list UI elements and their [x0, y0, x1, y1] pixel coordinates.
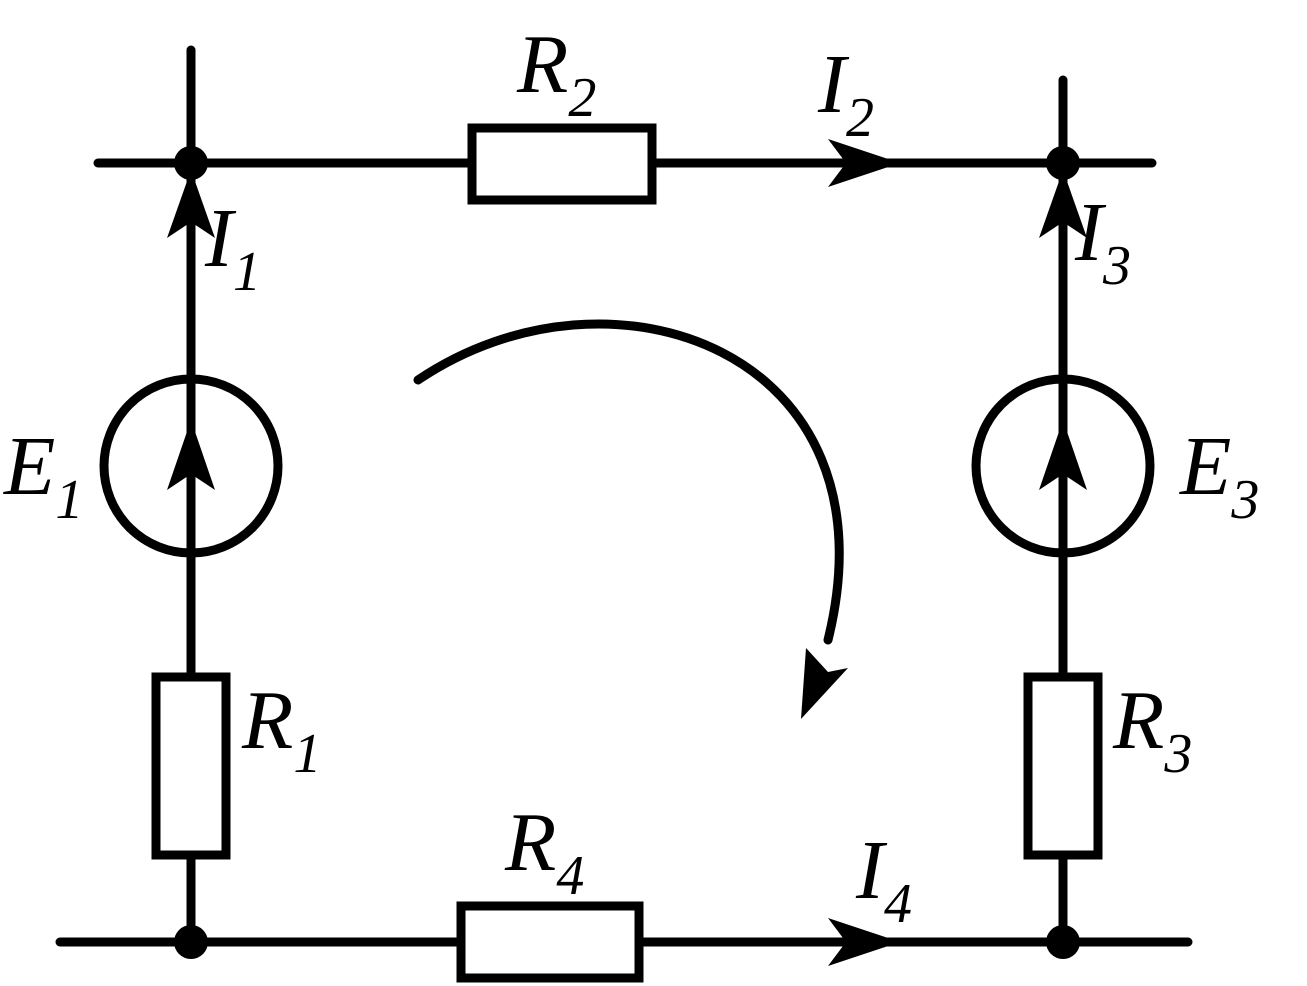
label-e3: E3	[1179, 420, 1259, 531]
label-i3: I3	[1074, 186, 1131, 297]
label-i2: I2	[817, 38, 874, 149]
label-i4: I4	[855, 824, 912, 935]
resistor-r3	[1023, 672, 1103, 860]
node-bottom-right	[1046, 925, 1080, 959]
node-top-right	[1046, 146, 1080, 180]
i2-arrow-icon	[828, 139, 900, 187]
e3-direction-arrow-icon	[1039, 420, 1087, 490]
node-bottom-left	[174, 925, 208, 959]
label-r4: R4	[504, 796, 584, 907]
i3-arrow-icon	[1039, 170, 1087, 238]
node-top-left	[174, 146, 208, 180]
loop-direction-arc	[413, 319, 844, 645]
resistor-r2	[467, 123, 657, 205]
label-e1: E1	[3, 420, 83, 531]
label-r1: R1	[241, 674, 321, 785]
label-r2: R2	[516, 18, 596, 129]
loop-arrow-head-icon	[801, 648, 848, 719]
i4-arrow-icon	[828, 918, 900, 966]
e1-direction-arrow-icon	[167, 420, 215, 490]
label-i1: I1	[204, 192, 261, 303]
label-r3: R3	[1112, 674, 1192, 785]
resistor-r1	[151, 672, 231, 860]
i1-arrow-icon	[167, 170, 215, 238]
emf-source-e1	[99, 374, 283, 558]
emf-source-e3	[971, 374, 1155, 558]
resistor-r4	[456, 901, 644, 983]
